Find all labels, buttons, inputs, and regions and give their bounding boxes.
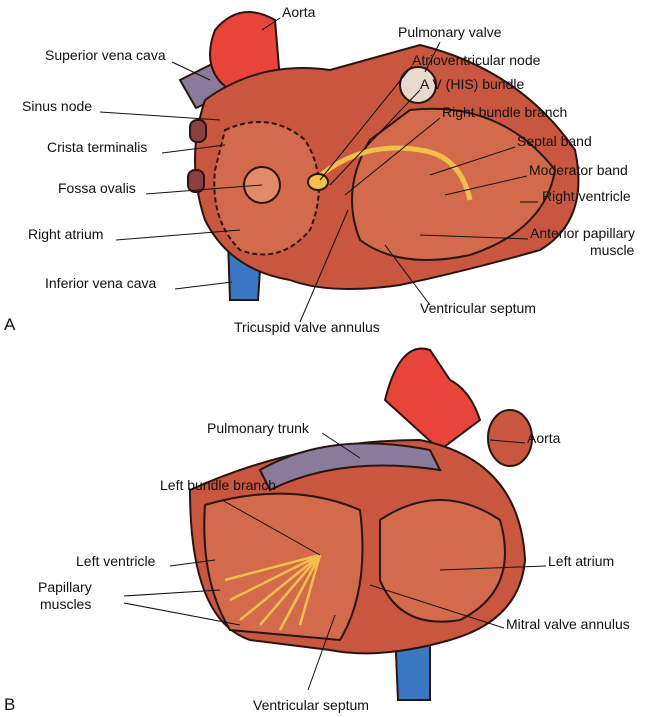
label-pulmonary-trunk: Pulmonary trunk — [207, 420, 309, 436]
aorta-b-shape — [383, 347, 482, 452]
panel-letter-b: B — [4, 695, 16, 714]
aorta-b-opening — [487, 409, 533, 467]
heart-b-illustration — [188, 347, 533, 701]
label-left-bundle-branch: Left bundle branch — [160, 477, 276, 493]
panel-letter-a: A — [4, 315, 16, 334]
label-aorta-a: Aorta — [282, 4, 316, 20]
label-papillary: Papillary — [38, 579, 92, 595]
label-inferior-vena-cava: Inferior vena cava — [45, 275, 157, 291]
av-bundle-conduction — [313, 145, 473, 201]
leader-lines — [99, 17, 547, 691]
label-aorta-b: Aorta — [527, 430, 561, 446]
pulmonary-trunk-shape — [258, 442, 442, 492]
label-septal-band: Septal band — [517, 133, 592, 149]
label-atrioventricular-node: Atrioventricular node — [412, 52, 541, 68]
label-anterior-papillary-muscle: muscle — [590, 242, 635, 258]
left-bundle-branch-fibers — [224, 553, 322, 631]
ivc-vessel-left — [187, 169, 205, 193]
label-ventricular-septum-b: Ventricular septum — [253, 697, 369, 713]
label-anterior-papillary: Anterior papillary — [530, 225, 636, 241]
label-crista-terminalis: Crista terminalis — [47, 139, 148, 155]
left-atrium-cavity — [379, 499, 506, 623]
pulmonary-valve-shape — [399, 66, 437, 104]
label-superior-vena-cava: Superior vena cava — [45, 47, 166, 63]
label-pulmonary-valve: Pulmonary valve — [398, 24, 502, 40]
left-ventricle-cavity — [203, 492, 364, 642]
label-sinus-node: Sinus node — [22, 98, 93, 114]
label-moderator-band: Moderator band — [529, 162, 628, 178]
svc-vessel-left — [189, 119, 207, 143]
label-right-bundle-branch: Right bundle branch — [442, 104, 568, 120]
heart-a-illustration — [178, 11, 580, 301]
label-papillary-muscles: muscles — [40, 596, 92, 612]
label-fossa-ovalis: Fossa ovalis — [58, 180, 136, 196]
label-left-ventricle: Left ventricle — [76, 553, 156, 569]
label-mitral-valve-annulus: Mitral valve annulus — [506, 616, 630, 632]
label-right-ventricle: Right ventricle — [542, 188, 631, 204]
label-left-atrium: Left atrium — [548, 553, 615, 569]
av-node-shape — [307, 173, 329, 191]
label-av-his-bundle: A V (HIS) bundle — [420, 76, 525, 92]
label-tricuspid-valve-annulus: Tricuspid valve annulus — [234, 319, 380, 335]
label-ventricular-septum-a: Ventricular septum — [420, 300, 536, 316]
label-right-atrium: Right atrium — [28, 226, 104, 242]
